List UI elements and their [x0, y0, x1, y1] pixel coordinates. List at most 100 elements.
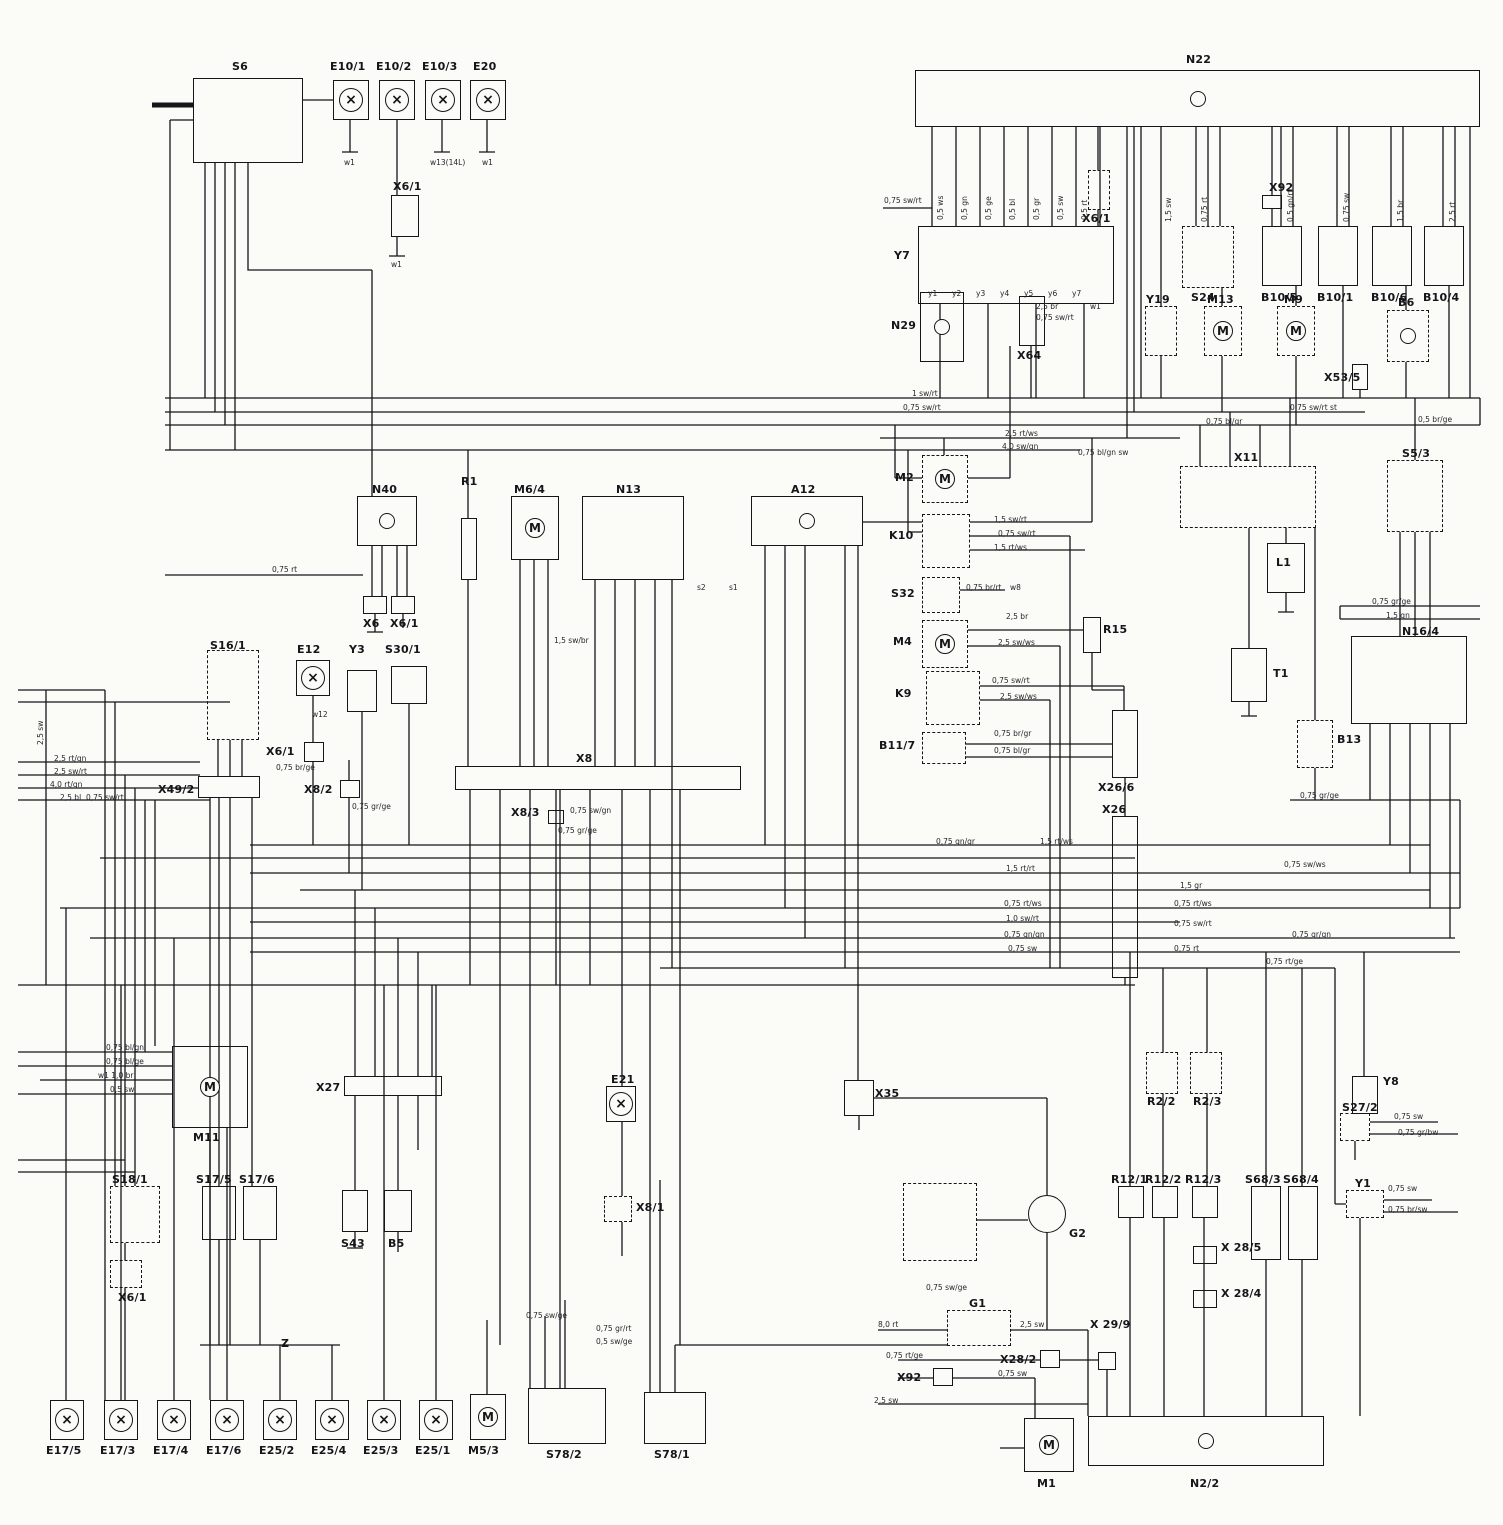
component-label-x92: X92 — [897, 1371, 922, 1384]
lamp-icon: × — [301, 666, 325, 690]
component-box-x8-1 — [604, 1196, 632, 1222]
wire-label: 0,75 sw/rt — [1174, 919, 1212, 928]
component-box-r15 — [1083, 617, 1101, 653]
component-label-m13: M13 — [1207, 293, 1234, 306]
component-label-x8-1: X8/1 — [636, 1201, 665, 1214]
wire-label: 1,5 br — [1396, 199, 1405, 222]
component-box-e10-2 — [379, 80, 415, 120]
motor-icon: M — [1213, 321, 1233, 341]
wire-label: 0,5 gn/rt — [1286, 189, 1295, 222]
component-label-x6: X6 — [363, 617, 380, 630]
component-box-x28-2 — [1040, 1350, 1060, 1368]
component-label-g2: G2 — [1069, 1227, 1087, 1240]
component-box-k9 — [926, 671, 980, 725]
wire-label: 0,75 sw/rt — [998, 529, 1036, 538]
motor-icon: M — [935, 634, 955, 654]
component-box-r2-3 — [1190, 1052, 1222, 1094]
component-label-x6-1: X6/1 — [1082, 212, 1111, 225]
component-label-m5-3: M5/3 — [468, 1444, 500, 1457]
component-box-b13 — [1297, 720, 1333, 768]
component-label-e12: E12 — [297, 643, 321, 656]
component-box-b5 — [384, 1190, 412, 1232]
component-label-x8-2: X8/2 — [304, 783, 333, 796]
component-box-b11-7 — [922, 732, 966, 764]
wire-label: 0,75 sw/rt — [903, 403, 941, 412]
component-box-s68-3 — [1251, 1186, 1281, 1260]
component-label-n2-2: N2/2 — [1190, 1477, 1220, 1490]
wire-label: y3 — [976, 289, 986, 298]
component-box-r12-2 — [1152, 1186, 1178, 1218]
component-box-b10-1 — [1318, 226, 1358, 286]
component-box-m5-3 — [470, 1394, 506, 1440]
wire-label: 0,5 bl — [1008, 198, 1017, 220]
component-box-s78-1 — [644, 1392, 706, 1444]
wire-label: 0,5 rt — [1080, 199, 1089, 220]
component-label-s43: S43 — [341, 1237, 365, 1250]
component-box-x26 — [1112, 816, 1138, 978]
component-box-e25-2 — [263, 1400, 297, 1440]
component-box-t1 — [1231, 648, 1267, 702]
wire-label: 0,75 gr/rt — [596, 1324, 632, 1333]
component-label-n22: N22 — [1186, 53, 1212, 66]
component-box-s78-2 — [528, 1388, 606, 1444]
wire-label: 2,5 sw — [874, 1396, 899, 1405]
wire-label: 0,75 sw/ge — [926, 1283, 968, 1292]
component-label-x49-2: X49/2 — [158, 783, 195, 796]
component-label-l1: L1 — [1276, 556, 1292, 569]
component-label-r12-2: R12/2 — [1145, 1173, 1182, 1186]
wires-right-mid — [863, 398, 1480, 985]
motor-icon: M — [1039, 1435, 1059, 1455]
wire-label: 0,75 gr/bw — [1398, 1128, 1439, 1137]
circle-icon — [1198, 1433, 1214, 1449]
component-box-x6-1 — [1088, 170, 1110, 210]
wires-center-bottom — [65, 790, 947, 1400]
component-label-b10-1: B10/1 — [1317, 291, 1354, 304]
component-label-k9: K9 — [895, 687, 912, 700]
wire-label: 1,5 sw/br — [554, 636, 589, 645]
wire-label: 2,5 bl — [60, 793, 82, 802]
component-label-s68-3: S68/3 — [1245, 1173, 1281, 1186]
wires-bottom-right — [858, 952, 1458, 1449]
wire-label: w1 — [1090, 302, 1101, 311]
component-label-x27: X27 — [316, 1081, 341, 1094]
wire-label: 1,5 rt/ws — [994, 543, 1027, 552]
component-label-e10-1: E10/1 — [330, 60, 366, 73]
motor-icon: M — [935, 469, 955, 489]
circle-icon — [934, 319, 950, 335]
wire-label: 0,75 sw — [1008, 944, 1038, 953]
wire-label: 1,5 gn — [1386, 611, 1410, 620]
component-box-x64 — [1019, 296, 1045, 346]
wire-label: 0,75 sw/ge — [526, 1311, 568, 1320]
component-box-s24 — [1182, 226, 1234, 288]
wire-label: 2,5 br — [1036, 302, 1059, 311]
wire-label: 0,5 sw — [1056, 195, 1065, 220]
component-label-m6-4: M6/4 — [514, 483, 546, 496]
component-label-m1: M1 — [1037, 1477, 1057, 1490]
wires-left-mid — [18, 450, 859, 1400]
wire-label: 2,5 sw — [36, 720, 45, 745]
component-box-m2 — [922, 455, 968, 503]
component-label-x-28-4: X 28/4 — [1221, 1287, 1262, 1300]
component-box-y3 — [347, 670, 377, 712]
lamp-icon: × — [162, 1408, 186, 1432]
wire-label: 1,5 sw — [1164, 197, 1173, 222]
wire-label: w13(14L) — [430, 158, 466, 167]
component-label-e17-6: E17/6 — [206, 1444, 242, 1457]
wires-top-left — [169, 99, 495, 496]
wire-label: 0,75 gn/gr — [936, 837, 975, 846]
component-box-m1 — [1024, 1418, 1074, 1472]
component-label-b11-7: B11/7 — [879, 739, 916, 752]
component-box-s43 — [342, 1190, 368, 1232]
component-box-e17-4 — [157, 1400, 191, 1440]
component-box-x27 — [344, 1076, 442, 1096]
component-box-x92 — [933, 1368, 953, 1386]
component-box-s32 — [922, 577, 960, 613]
component-box-x6 — [363, 596, 387, 614]
component-label-n16-4: N16/4 — [1402, 625, 1440, 638]
component-label-e10-2: E10/2 — [376, 60, 412, 73]
component-label-b10-5: B10/5 — [1261, 291, 1298, 304]
component-label-g1: G1 — [969, 1297, 987, 1310]
component-label-m4: M4 — [893, 635, 913, 648]
